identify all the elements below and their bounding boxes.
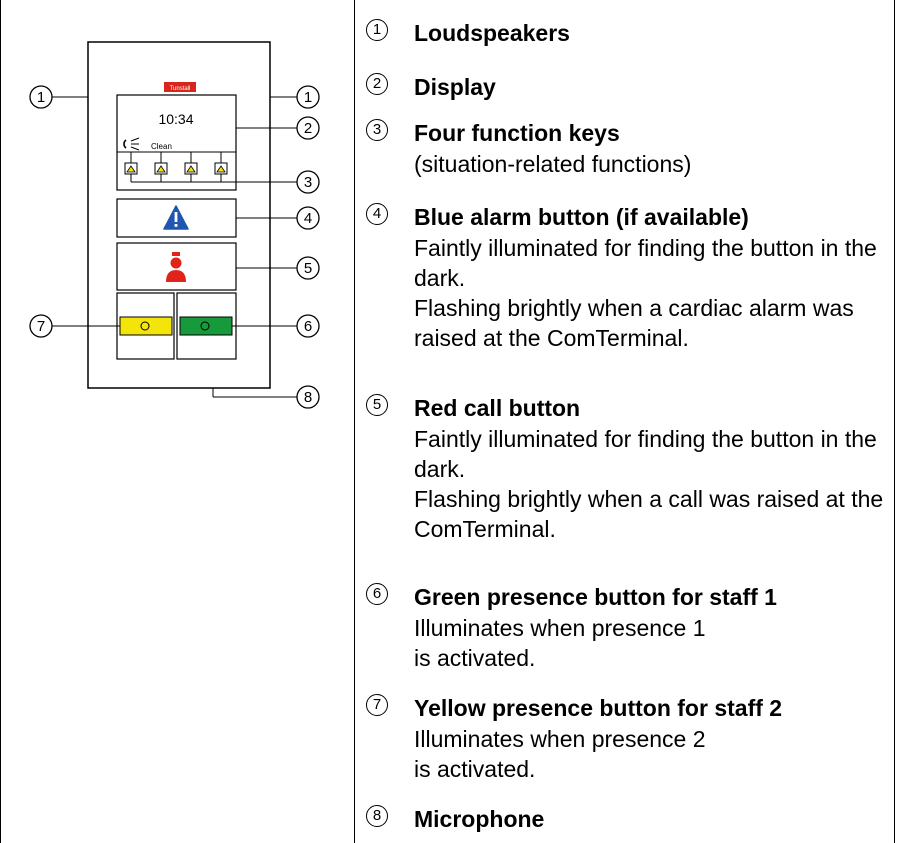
legend-title: Microphone bbox=[414, 806, 545, 832]
legend-desc: (situation-related functions) bbox=[414, 151, 692, 177]
svg-text:1: 1 bbox=[37, 89, 45, 106]
svg-text:1: 1 bbox=[304, 89, 312, 106]
function-key-1[interactable] bbox=[124, 152, 138, 182]
legend-desc: Faintly illuminated for finding the butt… bbox=[414, 426, 884, 542]
legend-title: Four function keys bbox=[414, 120, 620, 146]
svg-text:8: 8 bbox=[304, 389, 312, 406]
yellow-led-icon bbox=[140, 321, 150, 331]
column-divider bbox=[354, 0, 355, 843]
legend-desc: Illuminates when presence 1 is activated… bbox=[414, 615, 706, 671]
callout-7: 7 bbox=[29, 314, 53, 338]
svg-text:4: 4 bbox=[304, 210, 312, 227]
display bbox=[116, 94, 237, 191]
svg-text:7: 7 bbox=[37, 318, 45, 335]
svg-text:6: 6 bbox=[304, 318, 312, 335]
legend-title: Red call button bbox=[414, 395, 581, 421]
callout-6: 6 bbox=[296, 314, 320, 338]
legend-number: 6 bbox=[366, 583, 388, 605]
comterminal-illustration: Tunstall 10:34 Clean bbox=[29, 41, 320, 409]
function-key-2[interactable] bbox=[154, 152, 168, 182]
legend-title: Green presence button for staff 1 bbox=[414, 584, 777, 610]
legend-number: 1 bbox=[366, 19, 388, 41]
display-clock: 10:34 bbox=[158, 111, 193, 127]
legend-number: 2 bbox=[366, 73, 388, 95]
legend-title: Display bbox=[414, 74, 496, 100]
function-key-4[interactable] bbox=[214, 152, 228, 182]
svg-text:3: 3 bbox=[304, 174, 312, 191]
function-key-3[interactable] bbox=[184, 152, 198, 182]
callout-5: 5 bbox=[296, 256, 320, 280]
legend-desc: Faintly illuminated for finding the butt… bbox=[414, 235, 877, 351]
legend-number: 7 bbox=[366, 694, 388, 716]
green-presence-button[interactable] bbox=[179, 316, 233, 336]
legend-number: 5 bbox=[366, 394, 388, 416]
legend-number: 3 bbox=[366, 119, 388, 141]
legend-title: Yellow presence button for staff 2 bbox=[414, 695, 783, 721]
callout-3: 3 bbox=[296, 170, 320, 194]
svg-text:5: 5 bbox=[304, 260, 312, 277]
display-status: Clean bbox=[151, 142, 172, 151]
nurse-call-icon bbox=[166, 252, 186, 282]
device-figure: Tunstall 10:34 Clean bbox=[0, 0, 354, 843]
svg-text:2: 2 bbox=[304, 120, 312, 137]
phone-icon bbox=[123, 137, 140, 151]
yellow-presence-button[interactable] bbox=[119, 316, 173, 336]
legend-title: Loudspeakers bbox=[414, 20, 570, 46]
callout-8: 8 bbox=[296, 385, 320, 409]
callout-2: 2 bbox=[296, 116, 320, 140]
callout-4: 4 bbox=[296, 206, 320, 230]
legend-title: Blue alarm button (if available) bbox=[414, 204, 749, 230]
legend-number: 8 bbox=[366, 805, 388, 827]
legend-number: 4 bbox=[366, 203, 388, 225]
alarm-warning-icon bbox=[163, 205, 189, 230]
callout-1-left: 1 bbox=[29, 85, 53, 109]
red-call-button[interactable] bbox=[116, 242, 237, 291]
logo-text: Tunstall bbox=[170, 86, 191, 92]
callout-1-right: 1 bbox=[296, 85, 320, 109]
green-led-icon bbox=[200, 321, 210, 331]
logo bbox=[164, 82, 196, 92]
legend-desc: Illuminates when presence 2 is activated… bbox=[414, 726, 706, 782]
